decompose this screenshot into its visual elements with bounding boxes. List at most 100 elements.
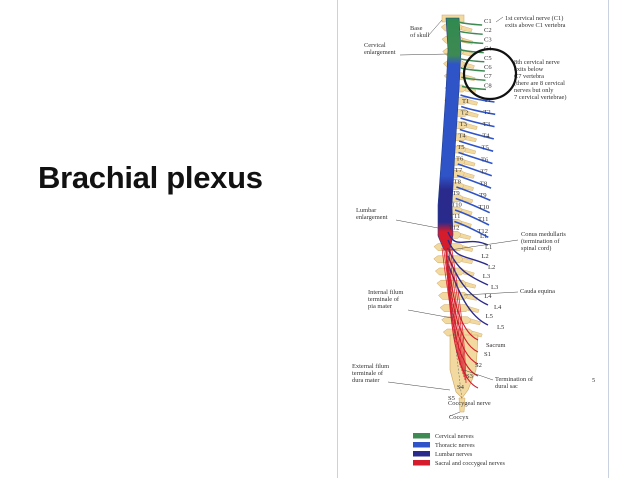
segment-label-spine-t10: T10 <box>451 202 462 209</box>
thoracic-nerve <box>458 151 493 165</box>
segment-label-nerve-t10: T10 <box>479 204 490 211</box>
segment-label-nerve-l3: L3 <box>491 284 499 291</box>
leader-line <box>407 309 453 319</box>
transverse-process <box>469 318 481 326</box>
legend-label: Lumbar nerves <box>435 451 473 458</box>
thoracic-nerve <box>454 209 490 226</box>
segment-label-c5: C5 <box>484 55 492 62</box>
segment-label-spine-l1: L1 <box>480 233 487 240</box>
transverse-process <box>467 111 479 118</box>
cauda-equina-fibers <box>441 247 467 401</box>
callout-text-line: Cauda equina <box>520 288 555 295</box>
segment-label-spine-t11: T11 <box>450 213 460 220</box>
segment-label-nerve-t5: T5 <box>482 145 490 152</box>
cauda-fiber <box>451 247 467 384</box>
highlight-circle <box>462 47 518 101</box>
cervical-nerve <box>458 30 483 35</box>
transverse-process <box>465 135 477 143</box>
callout-first-cervical: 1st cervical nerve (C1)exits above C1 ve… <box>495 15 566 29</box>
cervical-nerve <box>461 85 487 91</box>
segment-label-s4: S4 <box>457 384 465 391</box>
callout-text-line: Coccygeal nerve <box>448 400 491 407</box>
transverse-process <box>466 98 478 106</box>
transverse-process <box>464 281 477 289</box>
callout-text-line: 7 cervical vertebrae) <box>514 94 567 101</box>
segment-label-spine-t12: T12 <box>449 225 460 232</box>
leader-line <box>463 291 519 296</box>
callout-text-line: C7 vertebra <box>514 73 544 80</box>
thoracic-nerve <box>460 105 496 116</box>
filum-terminale <box>447 249 463 401</box>
legend-label: Cervical nerves <box>435 433 474 440</box>
segment-label-c2: C2 <box>484 27 492 34</box>
thoracic-nerve <box>457 163 493 177</box>
cauda-fiber <box>448 247 465 378</box>
leader-line <box>463 369 494 381</box>
thoracic-nerve <box>456 186 491 202</box>
segment-label-spine-t9: T9 <box>452 190 460 197</box>
callout-text-line: Sacrum <box>486 342 506 349</box>
lumbar-nerve <box>447 231 489 246</box>
callout-text-line: pia mater <box>368 303 393 310</box>
spinal-cord-diagram: C1C2C3C4C5C6C7C8T1T2T3T4T5T6T7T8T9T10T11… <box>352 14 595 467</box>
segment-label-spine-t3: T3 <box>460 121 468 128</box>
lumbar-nerve <box>447 247 489 286</box>
callout-text-line: terminale of <box>368 296 400 303</box>
slide-title: Brachial plexus <box>38 160 263 195</box>
transverse-process <box>464 147 477 155</box>
segment-label-nerve-t9: T9 <box>479 192 487 199</box>
cervical-nerve <box>459 39 484 45</box>
segment-label-s1: S1 <box>484 351 491 358</box>
segment-label-s3: S3 <box>466 373 474 380</box>
callout-text-line: Termination of <box>495 376 534 383</box>
leader-line <box>387 381 451 391</box>
callout-text-line: 1st cervical nerve (C1) <box>505 15 563 22</box>
thoracic-nerve <box>459 128 495 140</box>
segment-label-nerve-l4: L4 <box>494 304 502 311</box>
callout-text-line: spinal cord) <box>521 245 551 252</box>
segment-label-nerve-l5: L5 <box>497 324 505 331</box>
transverse-process <box>461 257 474 265</box>
thoracic-nerve <box>458 140 494 152</box>
segment-label-nerve-t11: T11 <box>478 216 488 223</box>
callout-text-line: enlargement <box>356 214 388 221</box>
callout-text-line: dural sac <box>495 383 518 390</box>
legend-label: Thoracic nerves <box>435 442 475 449</box>
callout-text-line: Base <box>410 25 423 32</box>
segment-label-nerve-t12: T12 <box>477 228 488 235</box>
segment-label-spine-t1: T1 <box>462 98 469 105</box>
cauda-fiber <box>446 247 464 375</box>
thoracic-nerve <box>455 197 491 214</box>
segment-label-nerve-t3: T3 <box>483 121 491 128</box>
leader-line <box>449 239 519 251</box>
callout-cauda-equina: Cauda equina <box>463 288 555 296</box>
callout-text-line: Cervical <box>364 42 386 49</box>
thoracic-nerve <box>460 94 495 103</box>
segment-label-spine-t5: T5 <box>457 144 465 151</box>
transverse-process <box>463 159 476 167</box>
callout-text-line: (termination of <box>521 238 560 245</box>
callout-text-line: exits below <box>514 66 544 73</box>
coccyx-bone <box>458 397 466 413</box>
callout-text-line: (there are 8 cervical <box>514 80 565 87</box>
segment-label-c8: C8 <box>484 82 492 89</box>
legend-swatch <box>413 433 430 439</box>
cauda-fiber <box>443 247 462 369</box>
segment-label-spine-l4: L4 <box>484 293 492 300</box>
leader-line <box>399 53 449 56</box>
legend-label: Sacral and coccygeal nerves <box>435 460 506 467</box>
segment-label-s5: S5 <box>448 395 456 402</box>
callout-text-line: dura mater <box>352 377 380 384</box>
cervical-nerve <box>457 21 483 26</box>
segment-label-spine-t7: T7 <box>455 167 463 174</box>
callout-text-line: terminale of <box>352 370 384 377</box>
